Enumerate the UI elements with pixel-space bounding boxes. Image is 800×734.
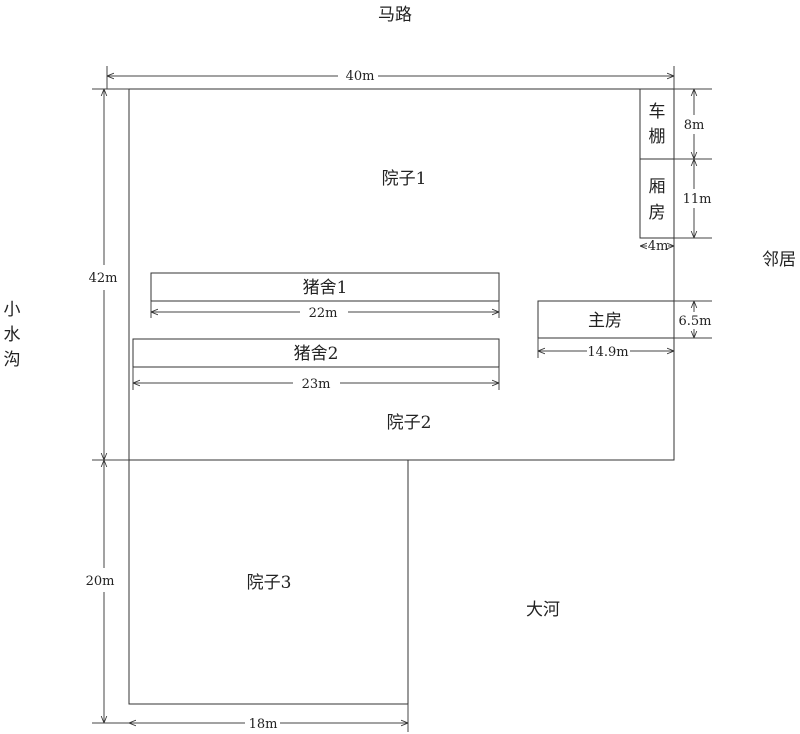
pigsty1-box <box>150 272 500 302</box>
ditch-label-3: 沟 <box>4 350 21 370</box>
neighbor-label: 邻居 <box>762 250 796 270</box>
dim-house-height-label: 6.5m <box>678 314 711 329</box>
dim-side-room-label: 11m <box>683 192 712 207</box>
dim-bottom-left-label: 20m <box>86 574 115 589</box>
ditch-label-1: 小 <box>4 300 21 320</box>
river-label: 大河 <box>526 600 560 620</box>
yard2-label: 院子2 <box>387 413 432 433</box>
road-label: 马路 <box>378 5 412 25</box>
carport-label-1: 车 <box>649 102 666 122</box>
dim-house-width-label: 14.9m <box>587 345 628 360</box>
side-room-label-2: 房 <box>649 203 666 223</box>
dim-pigsty2-label: 23m <box>302 377 331 392</box>
dim-bottom-label: 18m <box>249 717 278 732</box>
side-room-label-1: 厢 <box>649 177 666 197</box>
yard3-outline <box>128 459 409 705</box>
dim-pigsty1-label: 22m <box>309 306 338 321</box>
dim-top-label: 40m <box>346 69 375 84</box>
pigsty1-label: 猪舍1 <box>303 278 348 298</box>
ditch-label-2: 水 <box>4 325 21 345</box>
dim-left-label: 42m <box>89 271 118 286</box>
main-house-label: 主房 <box>588 311 622 331</box>
main-house-box <box>537 300 675 339</box>
pigsty2-label: 猪舍2 <box>294 344 339 364</box>
dim-carport-label: 8m <box>684 118 705 133</box>
carport-box <box>639 88 675 160</box>
yard1-label: 院子1 <box>382 169 427 189</box>
side-room-box <box>639 158 675 239</box>
carport-label-2: 棚 <box>649 127 666 147</box>
yard3-label: 院子3 <box>247 573 292 593</box>
dim-side-room-width-label: 4m <box>648 239 669 254</box>
pigsty2-box <box>132 338 500 368</box>
